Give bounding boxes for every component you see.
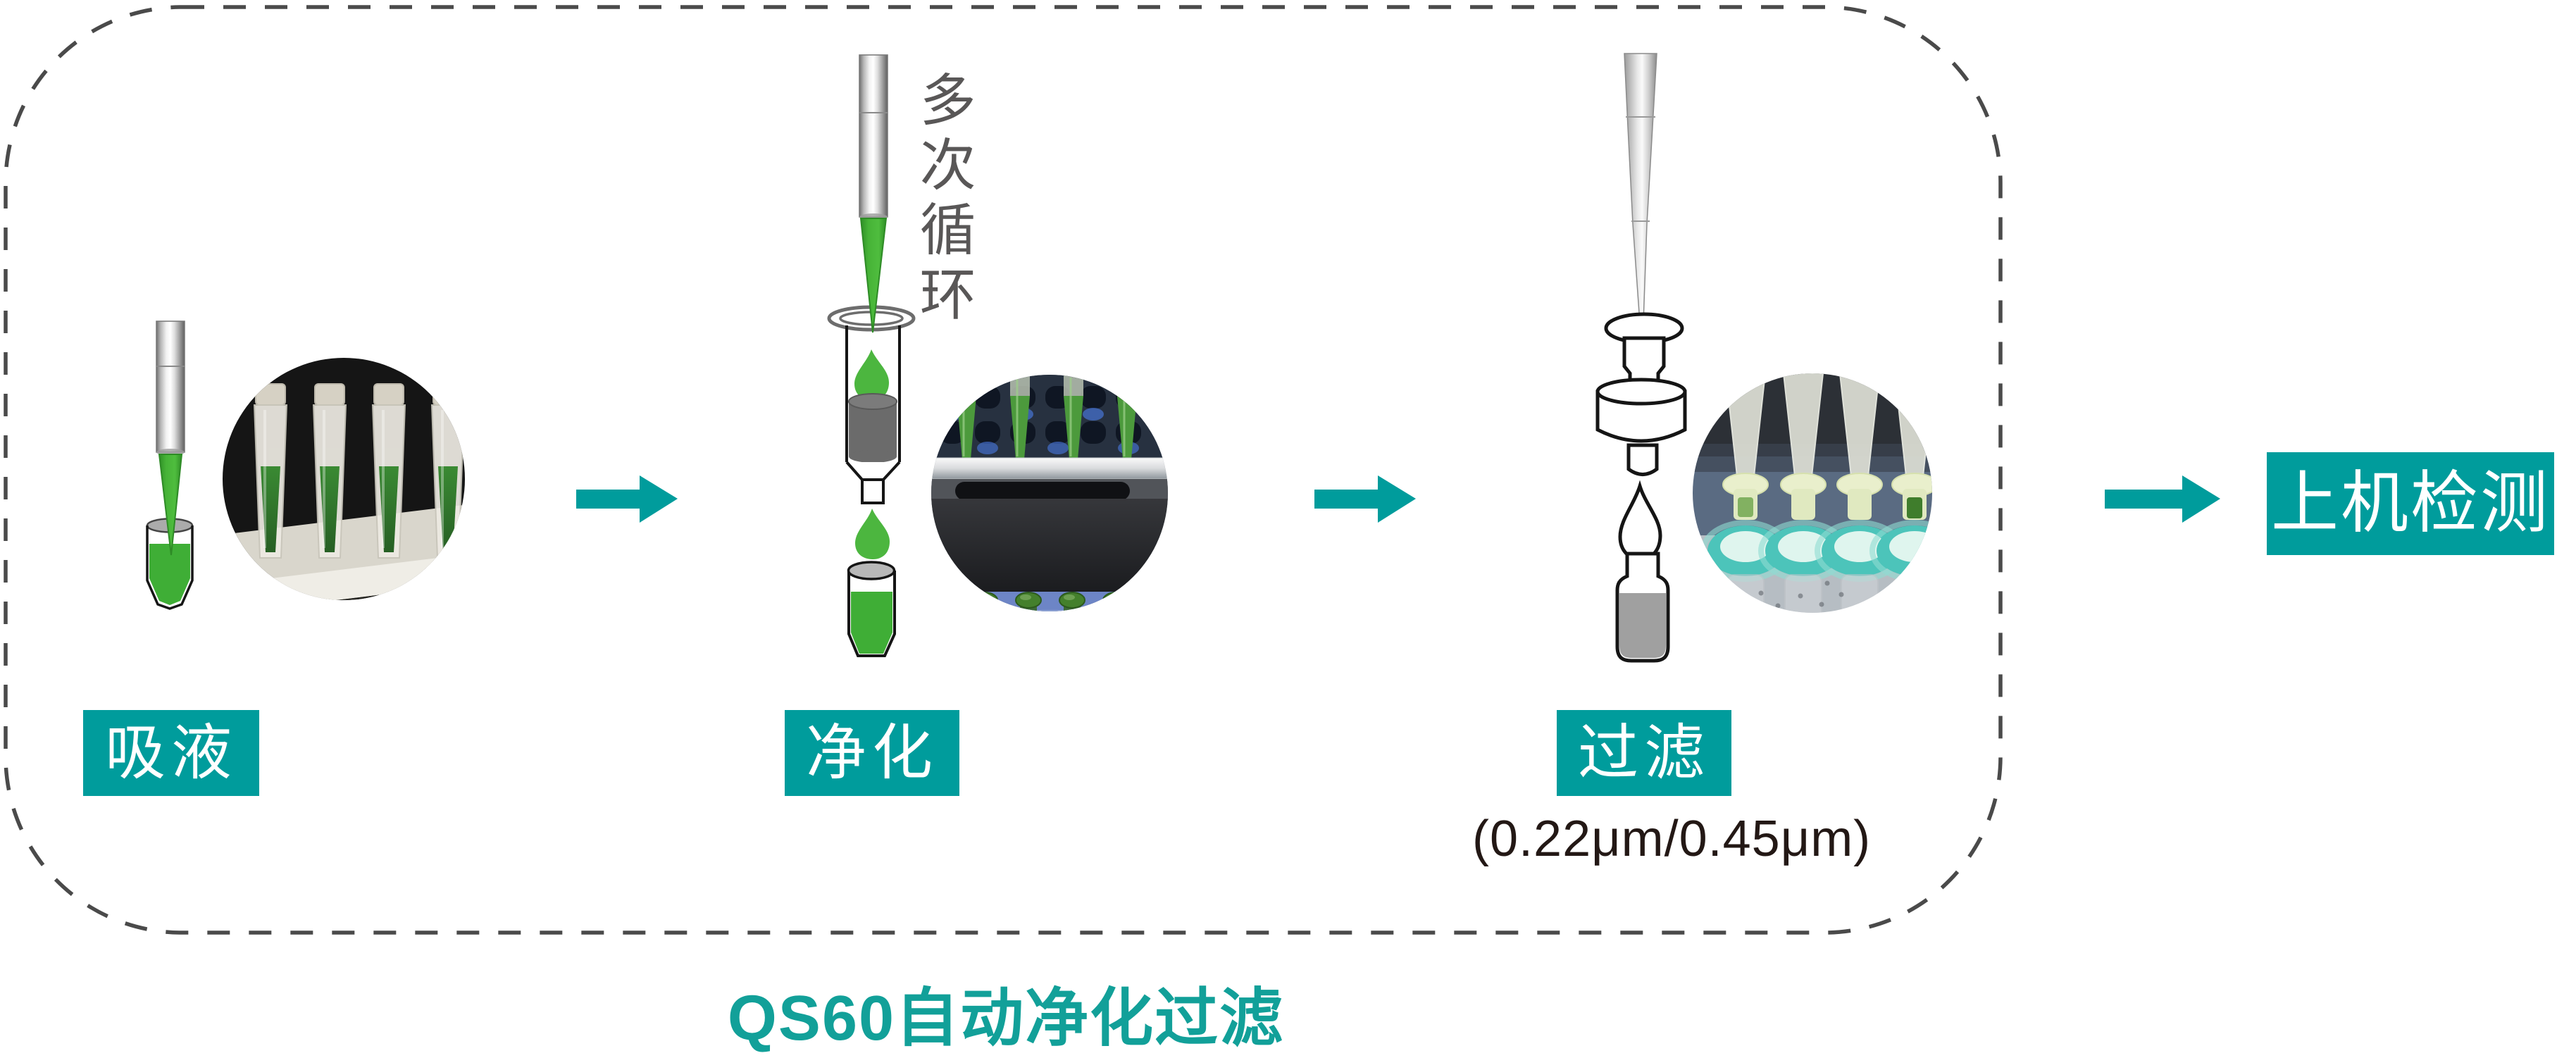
spe-column (827, 218, 916, 504)
tube-cap (847, 561, 896, 580)
filter-outlet (1626, 443, 1659, 476)
pipette-green-tip (158, 454, 183, 556)
syringe-filter (1595, 312, 1687, 476)
vial-liquid (1619, 593, 1666, 658)
photo-filter-station (1693, 373, 1932, 613)
photo-purify-deck (931, 375, 1168, 611)
step-label-purify: 净化 (785, 710, 959, 796)
droplet-in-column (854, 349, 889, 400)
arrow-3-icon (2105, 475, 2220, 523)
sorbent-bed (848, 393, 897, 463)
pipette-green-tip-2 (859, 218, 888, 333)
arrow-2-icon (1314, 475, 1416, 523)
cycle-annotation: 多次循环 (911, 70, 975, 330)
diagram-title: QS60自动净化过滤流程 (727, 983, 1285, 1054)
step-aspirate-graphic (146, 320, 465, 610)
result-box-detection: 上机检测 (2267, 452, 2554, 555)
sample-tube (146, 518, 194, 610)
photo-aspirate-samples (223, 358, 465, 600)
step-label-aspirate: 吸液 (83, 710, 259, 796)
column-outlet (861, 478, 885, 504)
arrow-1-icon (576, 475, 678, 523)
step-purify-graphic (827, 54, 1168, 657)
filtrate-vial (1615, 552, 1670, 663)
collection-tube (847, 561, 896, 657)
pipette-purify (859, 54, 888, 220)
dashed-frame (4, 5, 2003, 935)
pipette-aspirate (156, 320, 185, 556)
photo1-tubes (253, 383, 465, 559)
pipette-barrel (156, 320, 185, 453)
step-label-filter: 过滤 (1557, 710, 1731, 796)
filter-pore-size-caption: (0.22μm/0.45μm) (1472, 811, 1872, 867)
falling-droplet (855, 509, 890, 559)
step-filter-graphic (1595, 53, 1932, 663)
pipette-tip-filter (1624, 53, 1657, 343)
filtered-droplet-outline (1618, 480, 1662, 561)
